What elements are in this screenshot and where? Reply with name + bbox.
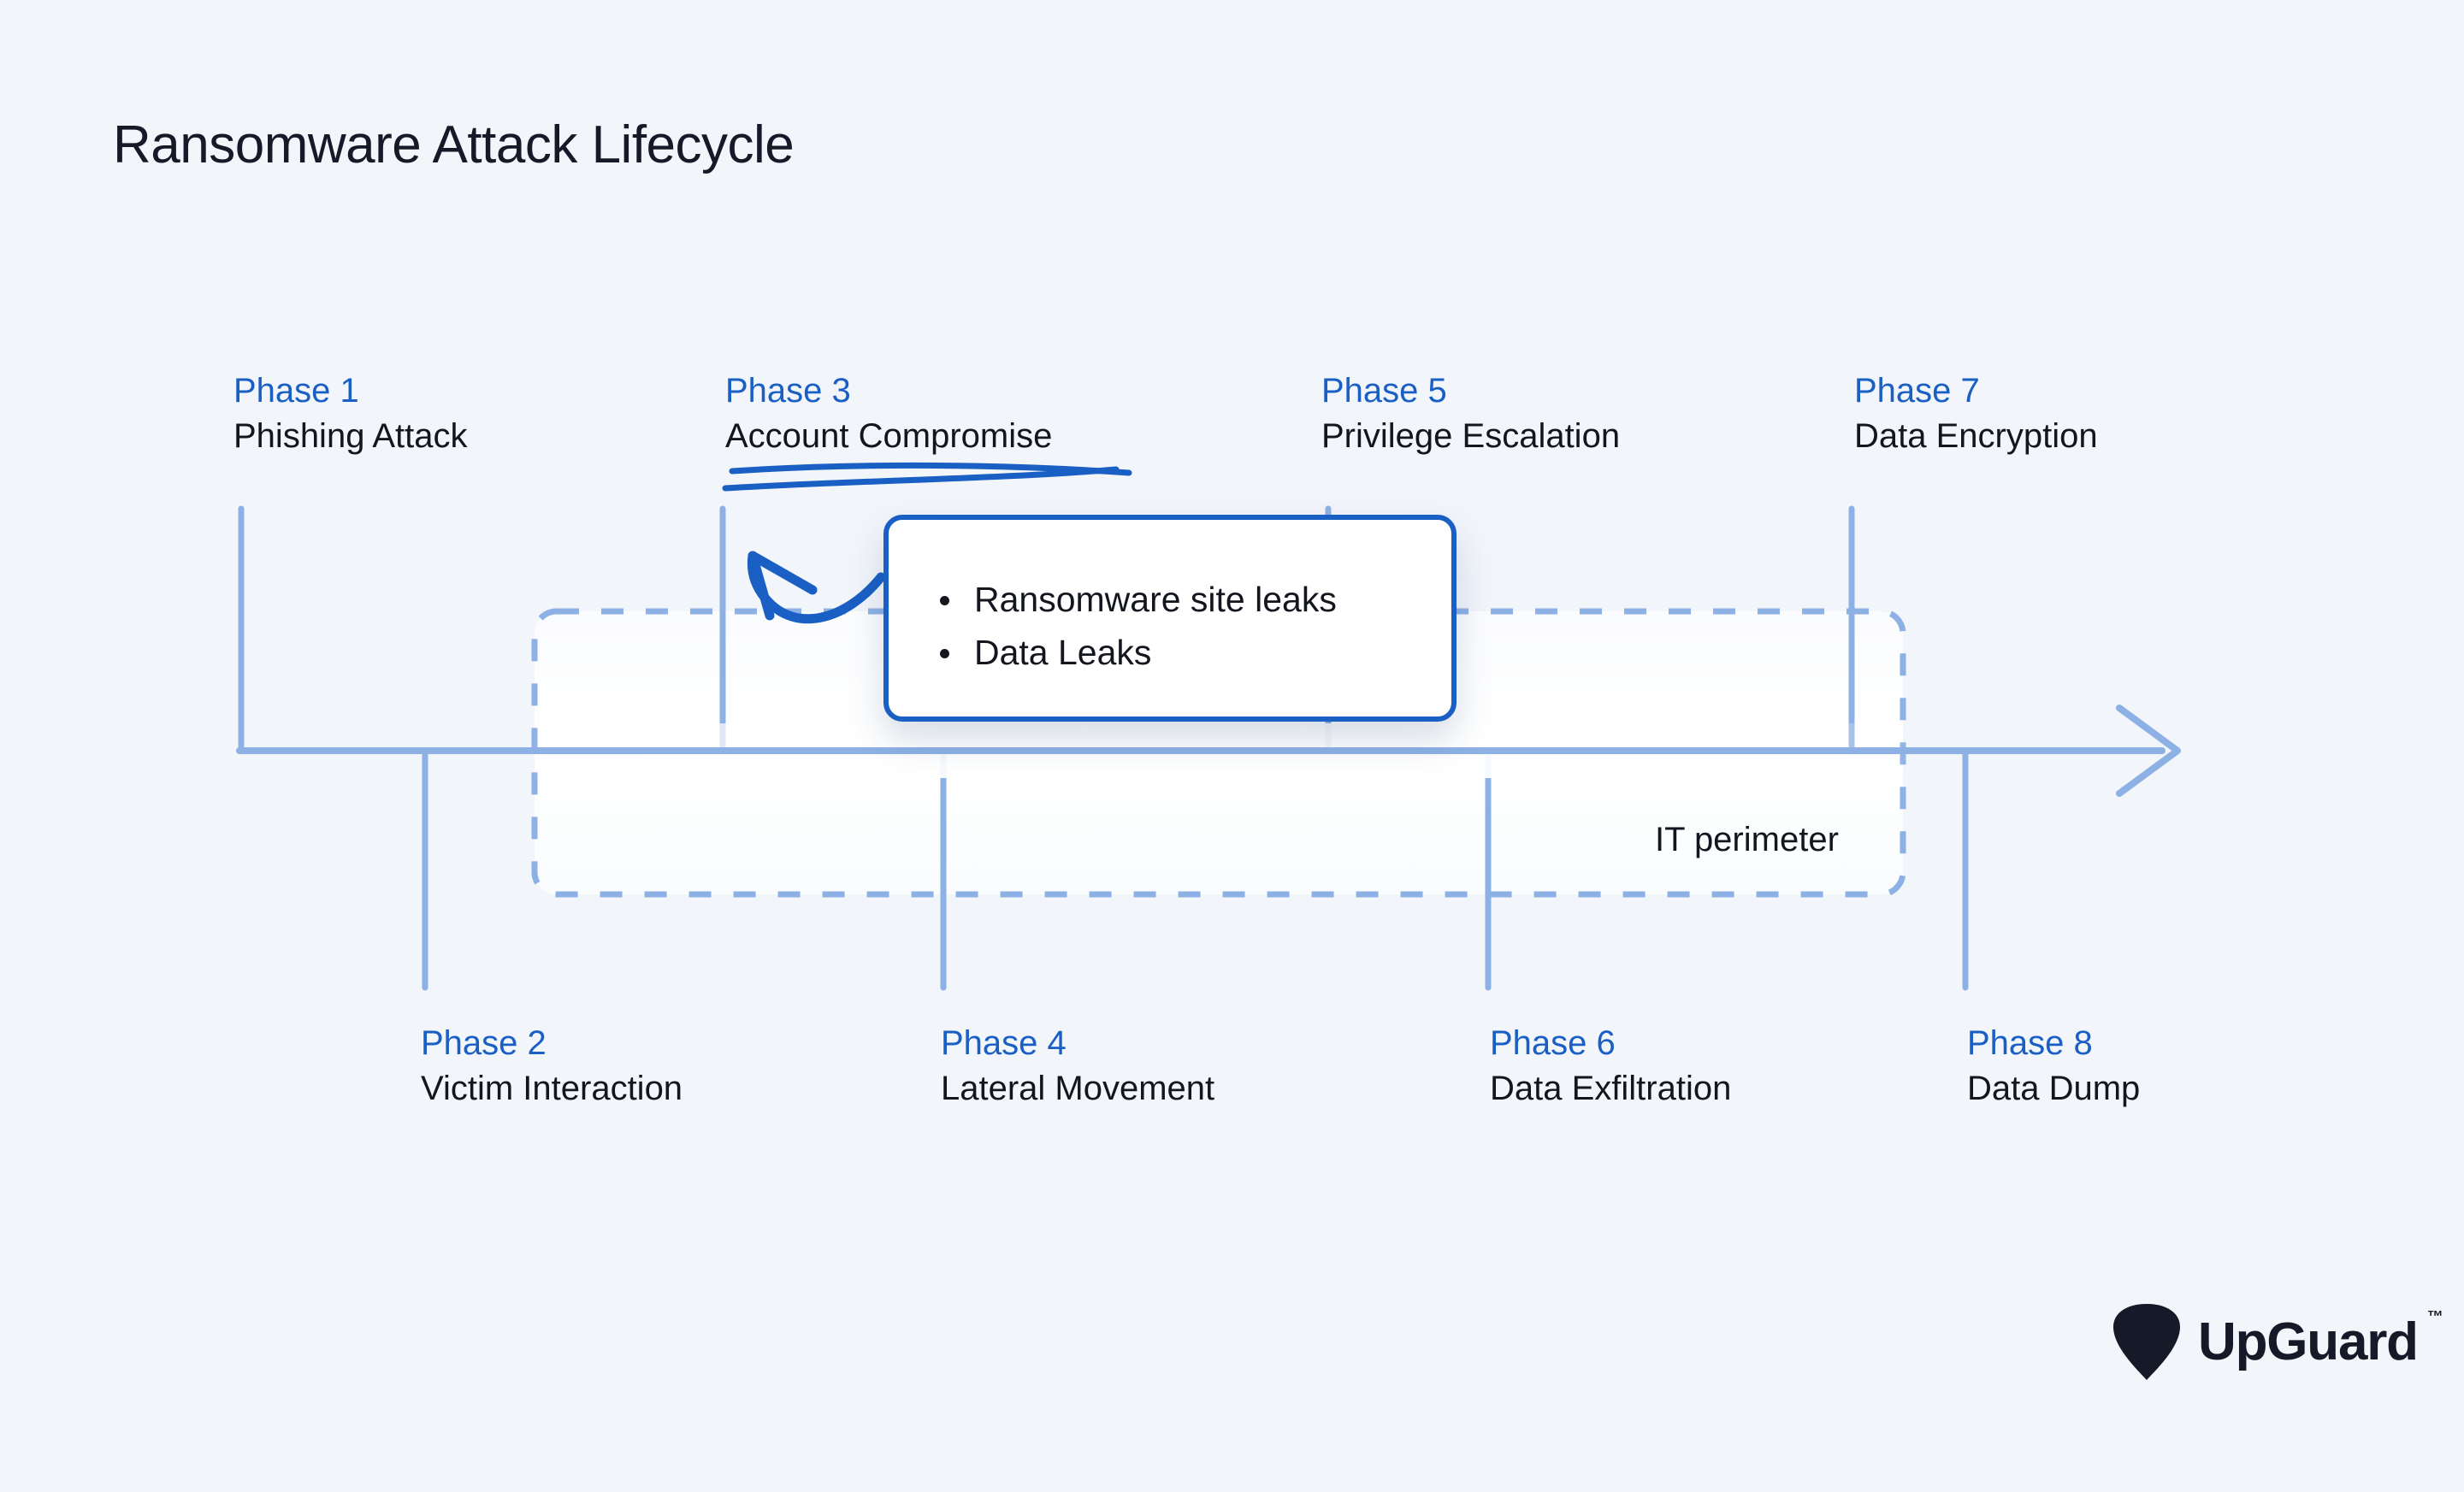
- it-perimeter-label: IT perimeter: [1655, 821, 1839, 858]
- phase-6-number: Phase 6: [1490, 1024, 1616, 1062]
- brand-name: UpGuard: [2198, 1312, 2419, 1371]
- phase-label-2: Phase 2 Victim Interaction: [421, 1022, 682, 1111]
- phase-8-number: Phase 8: [1967, 1024, 2093, 1062]
- phase-label-8: Phase 8 Data Dump: [1967, 1022, 2140, 1111]
- phase-label-5: Phase 5 Privilege Escalation: [1321, 369, 1620, 458]
- phase-1-name: Phishing Attack: [233, 417, 468, 456]
- upguard-wordmark: UpGuard ™: [2198, 1308, 2443, 1372]
- phase-8-name: Data Dump: [1967, 1070, 2141, 1108]
- phase-3-number: Phase 3: [725, 372, 851, 410]
- timeline-arrowhead: [2116, 705, 2181, 797]
- trademark-symbol: ™: [2426, 1307, 2443, 1326]
- phase-3-name: Account Compromise: [725, 417, 1053, 456]
- phase-7-number: Phase 7: [1854, 372, 1980, 410]
- phase-label-6: Phase 6 Data Exfiltration: [1490, 1022, 1731, 1111]
- phase-label-1: Phase 1 Phishing Attack: [233, 369, 468, 458]
- phase-label-7: Phase 7 Data Encryption: [1854, 369, 2098, 458]
- phase-4-number: Phase 4: [941, 1024, 1067, 1062]
- phase-6-name: Data Exfiltration: [1490, 1070, 1732, 1108]
- callout-list: Ransomware site leaks Data Leaks: [889, 520, 1451, 680]
- phase-4-name: Lateral Movement: [941, 1070, 1215, 1108]
- upguard-pick-icon: [2113, 1304, 2180, 1380]
- callout-arrow-head: [747, 551, 818, 621]
- callout-item: Data Leaks: [930, 626, 1451, 679]
- phase-5-name: Privilege Escalation: [1321, 417, 1621, 456]
- page-title: Ransomware Attack Lifecycle: [113, 115, 795, 174]
- phase-label-3: Phase 3 Account Compromise: [725, 369, 1052, 458]
- phase-5-number: Phase 5: [1321, 372, 1447, 410]
- phase-label-4: Phase 4 Lateral Movement: [941, 1022, 1214, 1111]
- underline-stroke-lower: [722, 466, 1120, 492]
- phase-7-name: Data Encryption: [1854, 417, 2098, 456]
- phase-1-number: Phase 1: [233, 372, 359, 410]
- brand-logo: UpGuard ™: [2111, 1302, 2443, 1381]
- callout-box: Ransomware site leaks Data Leaks: [883, 515, 1457, 722]
- callout-item: Ransomware site leaks: [930, 573, 1451, 626]
- phase-2-number: Phase 2: [421, 1024, 547, 1062]
- phase-2-name: Victim Interaction: [421, 1070, 683, 1108]
